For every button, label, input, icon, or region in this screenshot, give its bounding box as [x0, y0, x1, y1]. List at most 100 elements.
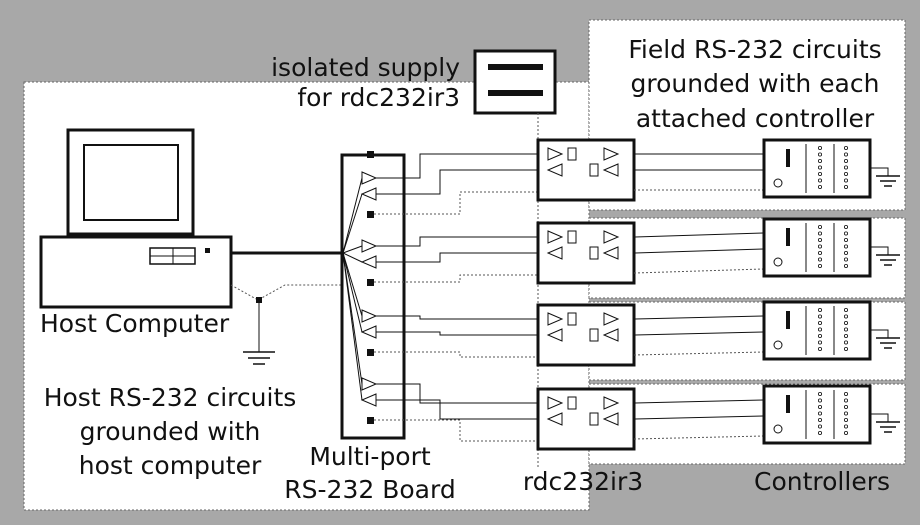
- board-fan-line: [342, 177, 363, 254]
- controller-terminal: [844, 158, 849, 163]
- driver-triangle-icon: [546, 412, 563, 426]
- driver-triangle-icon: [602, 328, 619, 342]
- controller-led: [786, 311, 790, 329]
- controller-terminal: [818, 411, 823, 416]
- controller-icon: [762, 217, 872, 278]
- wire-ground: [374, 419, 538, 442]
- board-fan-line: [342, 252, 363, 333]
- power-supply-icon: [473, 49, 557, 115]
- board-node: [367, 417, 374, 424]
- driver-triangle-icon: [603, 312, 620, 326]
- field-wire-tx: [633, 232, 765, 238]
- controller-terminal: [844, 237, 849, 242]
- controller-terminal: [818, 320, 823, 325]
- controller-icon: [762, 138, 872, 199]
- isolator-block: [567, 230, 577, 244]
- controller-knob: [773, 424, 783, 434]
- controller-led: [786, 395, 790, 413]
- board-label-2: RS-232 Board: [284, 475, 455, 504]
- driver-triangle-icon: [603, 147, 620, 161]
- board-fan-line: [342, 245, 363, 254]
- board-label-1: Multi-port: [309, 442, 431, 471]
- controller-terminal: [844, 430, 849, 435]
- controller-terminal: [818, 250, 823, 255]
- controller-terminal: [818, 333, 823, 338]
- field-wire-rx: [633, 331, 765, 336]
- wire-rx: [376, 252, 548, 263]
- board-fan-line: [342, 252, 363, 317]
- driver-triangle-icon: [361, 377, 378, 391]
- controller-terminal: [844, 250, 849, 255]
- controller-terminal: [818, 178, 823, 183]
- controller-terminal: [818, 340, 823, 345]
- driver-triangle-icon: [603, 396, 620, 410]
- field-wire-ground: [633, 435, 765, 440]
- driver-triangle-icon: [603, 230, 620, 244]
- driver-triangle-icon: [602, 163, 619, 177]
- wire-rx: [376, 331, 548, 336]
- controller-terminal: [844, 340, 849, 345]
- controller-terminal: [844, 244, 849, 249]
- ground-icon: [243, 351, 275, 365]
- controller-terminal: [818, 184, 823, 189]
- isolator-block: [567, 312, 577, 326]
- wire-rx: [376, 399, 548, 420]
- controller-knob: [773, 178, 783, 188]
- driver-triangle-icon: [547, 147, 564, 161]
- driver-triangle-icon: [602, 412, 619, 426]
- controller-terminal: [818, 430, 823, 435]
- controllers-label: Controllers: [754, 467, 890, 496]
- controller-terminal: [818, 158, 823, 163]
- host-circuits-label-1: Host RS-232 circuits: [44, 383, 297, 412]
- controller-terminal: [844, 184, 849, 189]
- controller-terminal: [844, 333, 849, 338]
- field-wire-tx: [633, 315, 765, 320]
- controller-terminal: [844, 171, 849, 176]
- driver-triangle-icon: [361, 239, 378, 253]
- controller-terminal: [818, 404, 823, 409]
- controller-terminal: [844, 307, 849, 312]
- controller-terminal: [844, 327, 849, 332]
- isolated-supply-label-2: for rdc232ir3: [297, 83, 460, 112]
- field-label-2: grounded with each: [631, 69, 880, 98]
- controller-terminal: [818, 307, 823, 312]
- controller-terminal: [818, 257, 823, 262]
- controller-terminal: [844, 314, 849, 319]
- wire-rx: [376, 169, 548, 195]
- controller-terminal: [844, 178, 849, 183]
- channels: [342, 138, 900, 451]
- isolator-block: [589, 412, 599, 426]
- controller-terminal: [818, 417, 823, 422]
- board-fan-line: [342, 252, 363, 401]
- controller-terminal: [818, 237, 823, 242]
- controller-ground-wire: [870, 413, 889, 422]
- controller-led: [786, 149, 790, 167]
- driver-triangle-icon: [547, 396, 564, 410]
- field-wire-rx: [633, 415, 765, 420]
- isolator-block: [589, 246, 599, 260]
- controller-terminal: [844, 145, 849, 150]
- host-circuits-label-3: host computer: [79, 451, 262, 480]
- field-wire-ground: [633, 268, 765, 274]
- field-wire-ground: [633, 351, 765, 356]
- driver-triangle-icon: [602, 246, 619, 260]
- controller-terminal: [844, 320, 849, 325]
- wire-ground: [374, 351, 538, 358]
- controller-knob: [773, 257, 783, 267]
- controller-terminal: [818, 314, 823, 319]
- field-label-3: attached controller: [636, 104, 875, 133]
- controller-terminal: [844, 391, 849, 396]
- controller-terminal: [818, 171, 823, 176]
- controller-terminal: [844, 417, 849, 422]
- driver-triangle-icon: [361, 309, 378, 323]
- host-ground-node: [256, 297, 262, 303]
- controller-ground-wire: [870, 167, 889, 176]
- controller-led: [786, 228, 790, 246]
- controller-terminal: [844, 263, 849, 268]
- driver-triangle-icon: [547, 312, 564, 326]
- board-node: [367, 279, 374, 286]
- controller-terminal: [844, 257, 849, 262]
- controller-terminal: [818, 165, 823, 170]
- wire-tx: [376, 383, 548, 404]
- isolator-block: [589, 163, 599, 177]
